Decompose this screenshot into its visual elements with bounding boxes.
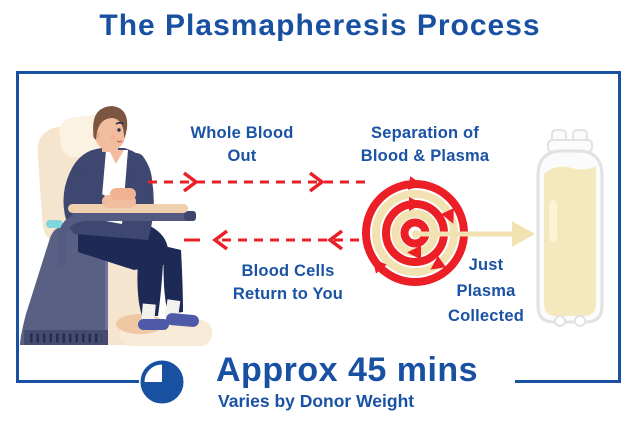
label-blood-return-line1: Blood Cells [241, 262, 335, 280]
label-blood-return: Blood Cells Return to You [208, 260, 368, 306]
dashed-arrow-right-icon [148, 171, 368, 193]
duration-note-text: Varies by Donor Weight [218, 391, 415, 411]
label-separation-line1: Separation of [370, 124, 480, 142]
label-blood-return-line2: Return to You [232, 285, 344, 303]
page-title: The Plasmapheresis Process [99, 9, 541, 42]
clock-icon [140, 360, 184, 404]
plasma-flow-arrow-icon [412, 221, 535, 247]
label-plasma-collected: Just Plasma Collected [436, 253, 536, 330]
label-plasma-collected-line3: Collected [447, 307, 525, 325]
label-separation: Separation of Blood & Plasma [342, 122, 508, 168]
label-whole-blood-out-line2: Out [227, 147, 257, 165]
plasma-bottle-icon [536, 129, 604, 327]
dashed-arrow-left-icon [184, 229, 370, 251]
label-plasma-collected-line1: Just [468, 256, 504, 274]
label-whole-blood-out-line1: Whole Blood [190, 124, 294, 142]
label-whole-blood-out: Whole Blood Out [163, 122, 321, 168]
duration-text: Approx 45 mins [216, 351, 479, 389]
label-plasma-collected-line2: Plasma [456, 281, 516, 300]
frame-bottom-gap [139, 378, 515, 390]
label-separation-line2: Blood & Plasma [360, 147, 490, 165]
donor-in-chair-illustration [20, 106, 212, 346]
